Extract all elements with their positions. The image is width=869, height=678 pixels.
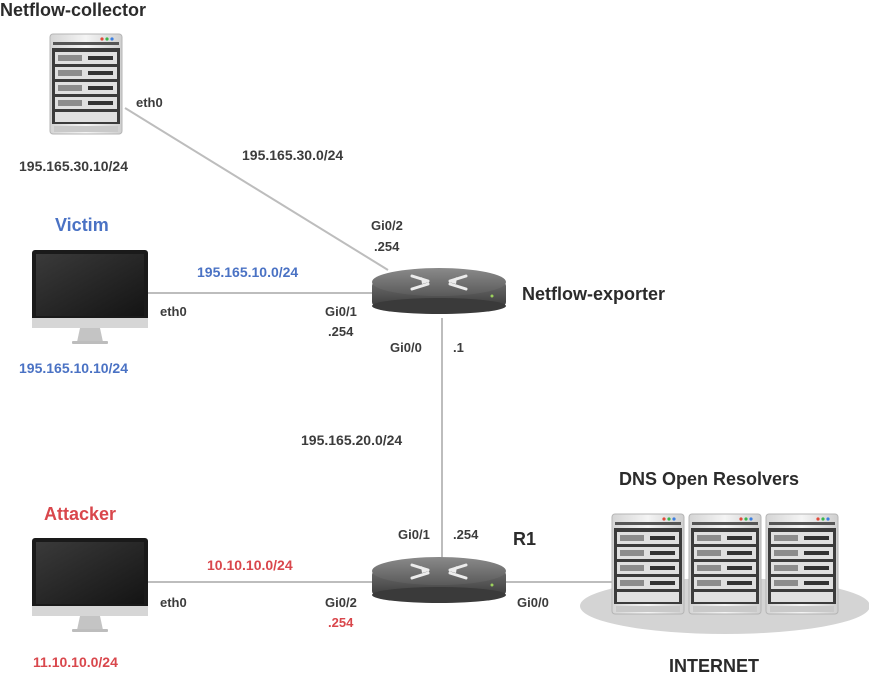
collector-ip: 195.165.30.10/24: [19, 158, 128, 174]
collector-iface: eth0: [136, 95, 163, 110]
dns-resolver-server-3: [765, 513, 839, 615]
exporter-gi01-ip: .254: [328, 324, 354, 339]
r1-gi00-label: Gi0/0: [517, 595, 549, 610]
exporter-gi00-label: Gi0/0: [390, 340, 422, 355]
r1-title: R1: [513, 529, 537, 549]
r1-gi01-ip: .254: [453, 527, 479, 542]
exporter-title: Netflow-exporter: [522, 284, 666, 304]
collector-title: Netflow-collector: [0, 0, 147, 20]
dns-resolver-server-1: [611, 513, 685, 615]
exporter-gi01-label: Gi0/1: [325, 304, 357, 319]
exporter-gi02-ip: .254: [374, 239, 400, 254]
attacker-ip: 11.10.10.0/24: [33, 654, 118, 670]
r1-router: [370, 555, 508, 605]
victim-computer: [32, 250, 148, 344]
netflow-exporter-router: [370, 266, 508, 316]
victim-title: Victim: [55, 215, 109, 235]
resolvers-title: DNS Open Resolvers: [619, 469, 800, 489]
internet-label: INTERNET: [669, 656, 759, 676]
dns-resolver-server-2: [688, 513, 762, 615]
network-label-attacker: 10.10.10.0/24: [207, 557, 293, 573]
link-collector-exporter: [124, 107, 389, 271]
network-label-transit: 195.165.20.0/24: [301, 432, 403, 448]
r1-gi01-label: Gi0/1: [398, 527, 430, 542]
netflow-collector-server: [49, 33, 123, 135]
network-label-collector: 195.165.30.0/24: [242, 147, 344, 163]
exporter-gi02-label: Gi0/2: [371, 218, 403, 233]
exporter-gi00-ip: .1: [453, 340, 464, 355]
attacker-iface: eth0: [160, 595, 187, 610]
victim-iface: eth0: [160, 304, 187, 319]
attacker-computer: [32, 538, 148, 632]
attacker-title: Attacker: [44, 504, 117, 524]
victim-ip: 195.165.10.10/24: [19, 360, 128, 376]
r1-gi02-label: Gi0/2: [325, 595, 357, 610]
network-label-victim: 195.165.10.0/24: [197, 264, 299, 280]
r1-gi02-ip: .254: [328, 615, 354, 630]
